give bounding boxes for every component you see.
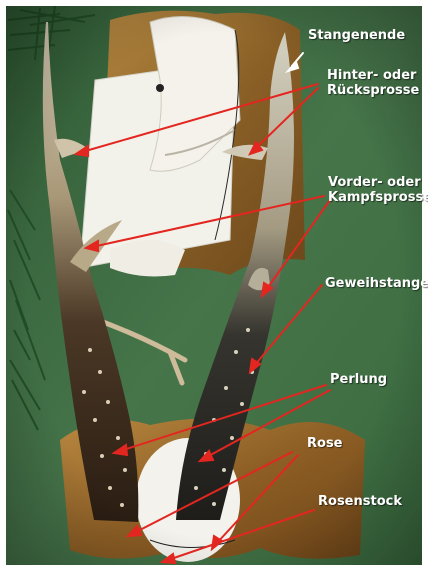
- label-geweihstange: Geweihstange: [325, 276, 428, 291]
- label-stangenende: Stangenende: [308, 28, 405, 43]
- label-rose: Rose: [307, 436, 343, 451]
- label-rosenstock: Rosenstock: [318, 494, 402, 509]
- label-hinter-oder-ruecksprosse: Hinter- oder Rücksprosse: [327, 68, 419, 98]
- label-vorder-oder-kampfsprosse: Vorder- oder Kampfsprosse: [328, 175, 428, 205]
- label-perlung: Perlung: [330, 372, 387, 387]
